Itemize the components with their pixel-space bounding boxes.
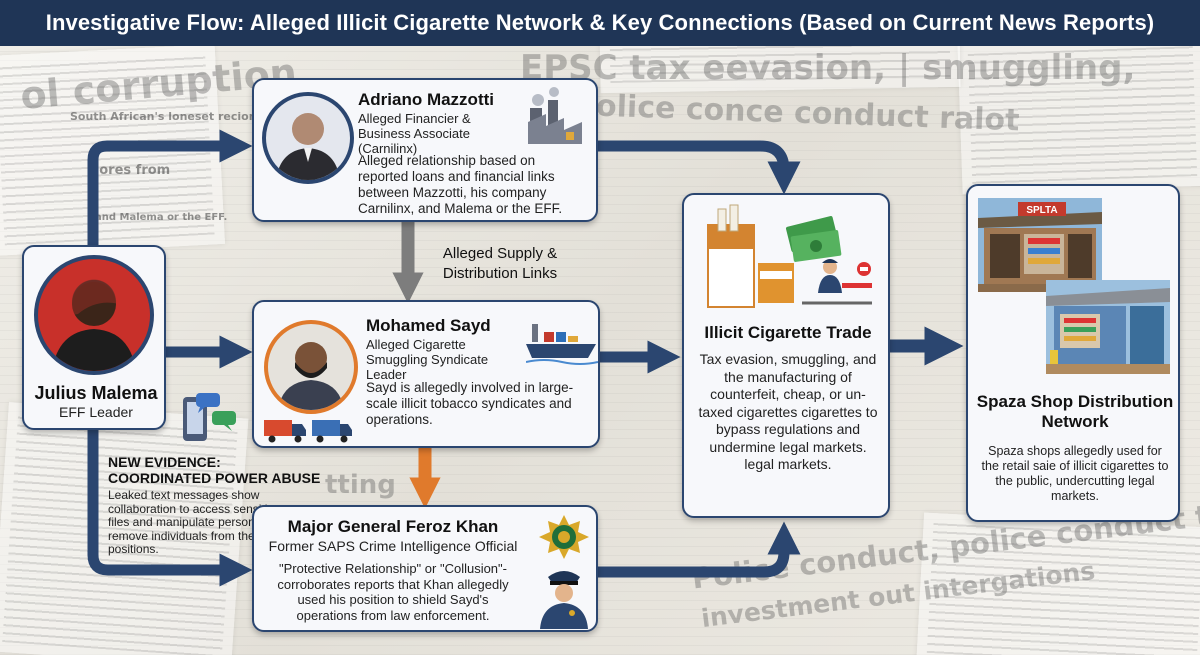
person-silhouette-icon [38,259,150,371]
card-mohamed-sayd[interactable]: Mohamed Sayd Alleged Cigarette Smuggling… [252,300,600,448]
spaza-sign-text: SPLTA [1026,205,1057,216]
bg-headline: EPSC tax eevasion, | smuggling, [520,48,1136,88]
page-title: Investigative Flow: Alleged Illicit Ciga… [0,0,1200,46]
evidence-description: Leaked text messages show collaboration … [108,488,285,556]
sayd-portrait [264,320,358,414]
cargo-ship-icon [526,324,598,365]
person-silhouette-icon [276,113,340,180]
card-adriano-mazzotti[interactable]: Adriano Mazzotti Alleged Financier & Bus… [252,78,598,222]
malema-portrait [34,255,154,375]
arrow-mazzotti-to-trade [598,140,801,195]
khan-description: "Protective Relationship" or "Collusion"… [277,561,509,623]
person-silhouette-icon [278,342,344,410]
spaza-shop-photo-2 [1046,280,1170,374]
spaza-description: Spaza shops allegedly used for the retai… [981,444,1169,503]
arrow-khan-to-trade [598,521,801,578]
sayd-description: Sayd is allegedly involved in large-scal… [366,380,574,427]
malema-role: EFF Leader [59,404,133,420]
arrow-malema-to-khan [87,430,253,587]
bg-headline: and Malema or the EFF. [95,212,228,223]
trade-description: Tax evasion, smuggling, and the manufact… [698,351,878,472]
police-officer-icon [540,571,588,629]
bg-headline: South African's loneset recion [70,110,257,123]
sayd-name: Mohamed Sayd [366,316,491,335]
card-spaza-shop-network[interactable]: SPLTA Spaza Shop Distribution Network Sp… [966,184,1180,522]
card-julius-malema[interactable]: Julius Malema EFF Leader [22,245,166,430]
trade-name: Illicit Cigarette Trade [704,323,872,342]
label-supply-distribution: Alleged Supply & Distribution Links [442,245,558,282]
mazzotti-portrait [262,92,354,184]
khan-role: Former SAPS Crime Intelligence Official [268,538,518,554]
spaza-shop-photo-1: SPLTA [978,198,1102,292]
cigarette-pack-icon [707,204,872,308]
factory-icon [528,87,582,144]
card-feroz-khan[interactable]: Major General Feroz Khan Former SAPS Cri… [252,505,598,632]
evidence-heading-2: COORDINATED POWER ABUSE [108,470,321,486]
sayd-role: Alleged Cigarette Smuggling Syndicate Le… [366,337,489,382]
bg-headline: tting [325,470,396,500]
mazzotti-name: Adriano Mazzotti [358,90,494,109]
card-illicit-cigarette-trade[interactable]: Illicit Cigarette Trade Tax evasion, smu… [682,193,890,518]
mazzotti-role: Alleged Financier & Business Associate (… [358,111,471,156]
saps-badge-icon [539,515,589,559]
mazzotti-description: Alleged relationship based on reported l… [358,153,563,216]
arrow-malema-to-mazzotti [87,129,253,245]
khan-name: Major General Feroz Khan [287,517,499,536]
malema-name: Julius Malema [34,383,158,403]
bg-headline: hores from [90,163,171,178]
evidence-heading-1: NEW EVIDENCE: [108,454,221,470]
spaza-name: Spaza Shop Distribution Network [976,392,1174,431]
truck-icon [264,420,352,443]
